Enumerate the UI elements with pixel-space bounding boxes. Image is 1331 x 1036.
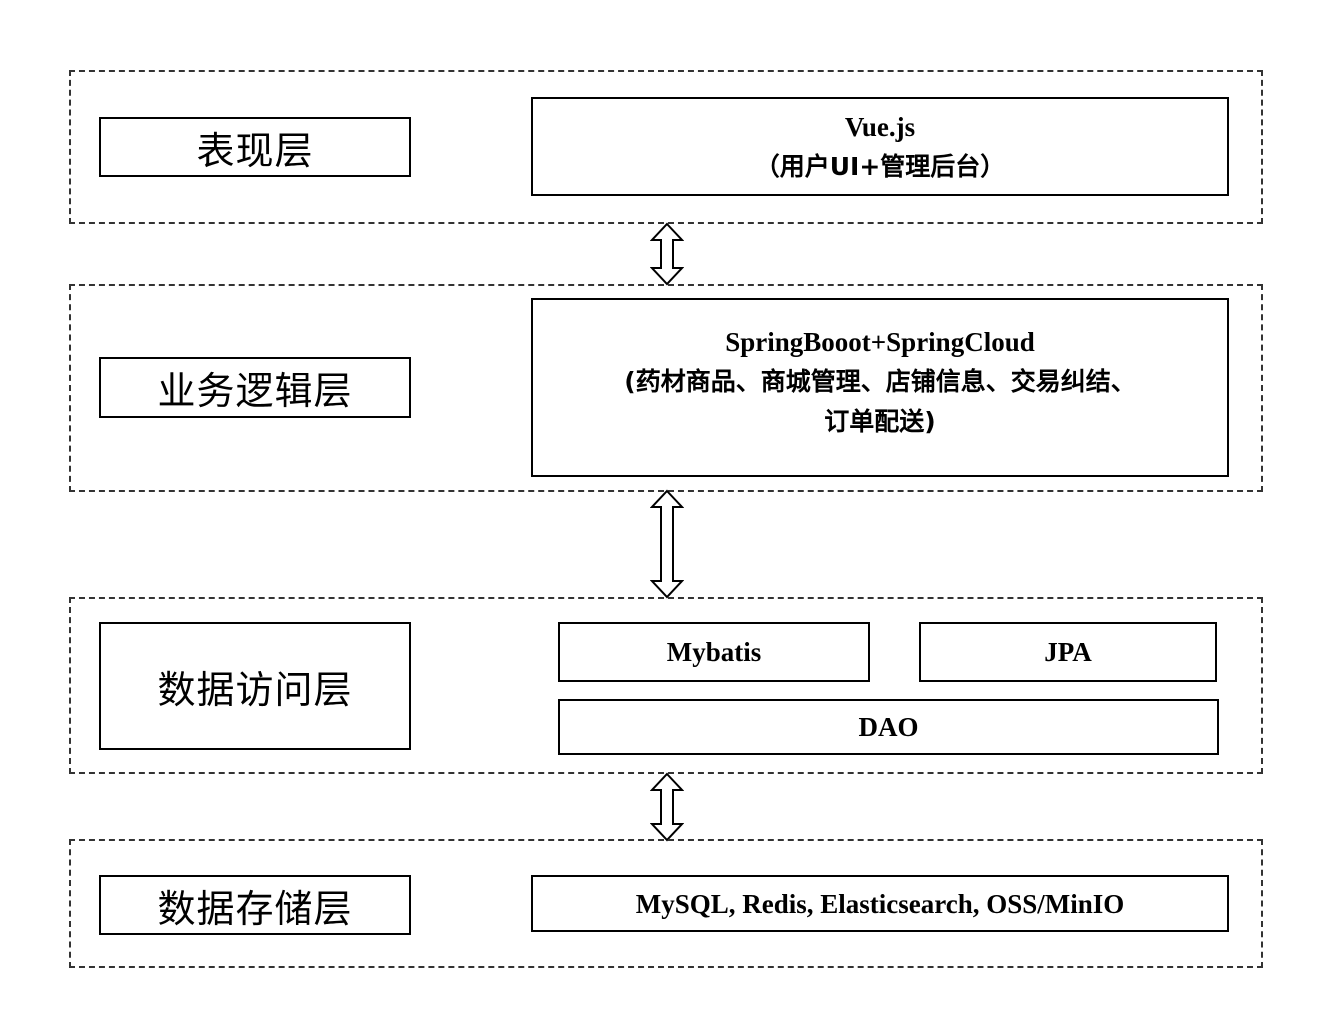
double-arrow-icon [650, 489, 684, 599]
business-tech: SpringBooot+SpringCloud [725, 326, 1035, 357]
double-arrow-icon [650, 772, 684, 842]
jpa-box: JPA [919, 622, 1217, 682]
presentation-desc: （用户UI+管理后台） [754, 151, 1006, 181]
storage-layer-label-box: 数据存储层 [99, 875, 411, 935]
presentation-layer-label-box: 表现层 [99, 117, 411, 177]
business-modules-line1: (药材商品、商城管理、店铺信息、交易纠结、 [624, 366, 1136, 396]
double-arrow-icon [650, 222, 684, 286]
mybatis-box: Mybatis [558, 622, 870, 682]
presentation-layer-label: 表现层 [196, 128, 314, 173]
jpa-label: JPA [1044, 637, 1092, 667]
storage-layer-frame [69, 839, 1263, 968]
data-access-layer-frame [69, 597, 1263, 774]
presentation-layer-frame [69, 70, 1263, 224]
dao-box: DAO [558, 699, 1219, 755]
mybatis-label: Mybatis [666, 637, 762, 667]
business-modules-line2: 订单配送) [824, 406, 936, 436]
storage-content-box: MySQL, Redis, Elasticsearch, OSS/MinIO [531, 875, 1229, 932]
data-access-layer-label-box: 数据访问层 [99, 622, 411, 750]
data-access-layer-label: 数据访问层 [157, 667, 353, 712]
dao-label: DAO [858, 712, 919, 742]
storage-layer-label: 数据存储层 [157, 886, 353, 931]
business-layer-label-box: 业务逻辑层 [99, 357, 411, 418]
presentation-content-box: Vue.js （用户UI+管理后台） [531, 97, 1229, 196]
storage-tech: MySQL, Redis, Elasticsearch, OSS/MinIO [635, 888, 1125, 919]
business-layer-label: 业务逻辑层 [157, 369, 353, 413]
presentation-tech: Vue.js [844, 111, 916, 142]
business-content-box: SpringBooot+SpringCloud (药材商品、商城管理、店铺信息、… [531, 298, 1229, 477]
